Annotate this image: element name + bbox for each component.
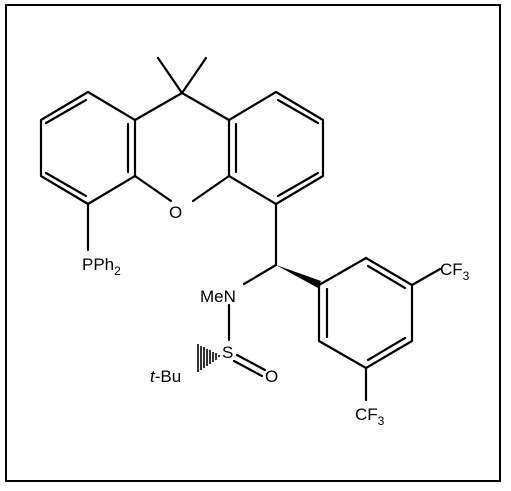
cf3-top-bond <box>410 267 442 287</box>
stereo-hash-bond <box>197 344 220 372</box>
methine-nitrogen-bond <box>242 263 278 286</box>
gem-dimethyl <box>156 56 208 95</box>
sulfur-label: S <box>222 343 233 362</box>
sulfinyl-double-bond <box>232 353 267 378</box>
phosphine-label: PPh2 <box>82 255 121 278</box>
sulfinyl-oxygen-label: O <box>265 367 278 386</box>
xanthene-oxygen-label: O <box>169 203 182 222</box>
xanthene-bridges <box>133 91 231 203</box>
stereo-wedge-bond <box>276 265 321 288</box>
cf3-top-label: CF3 <box>440 260 470 283</box>
right-benzene-ring <box>227 90 325 206</box>
left-benzene-ring <box>39 90 137 206</box>
cf3-bottom-label: CF3 <box>355 405 385 428</box>
bis-trifluoromethyl-phenyl-ring <box>317 256 414 370</box>
tert-butyl-label: t-Bu <box>150 367 181 386</box>
n-methyl-label: MeN <box>200 287 236 306</box>
